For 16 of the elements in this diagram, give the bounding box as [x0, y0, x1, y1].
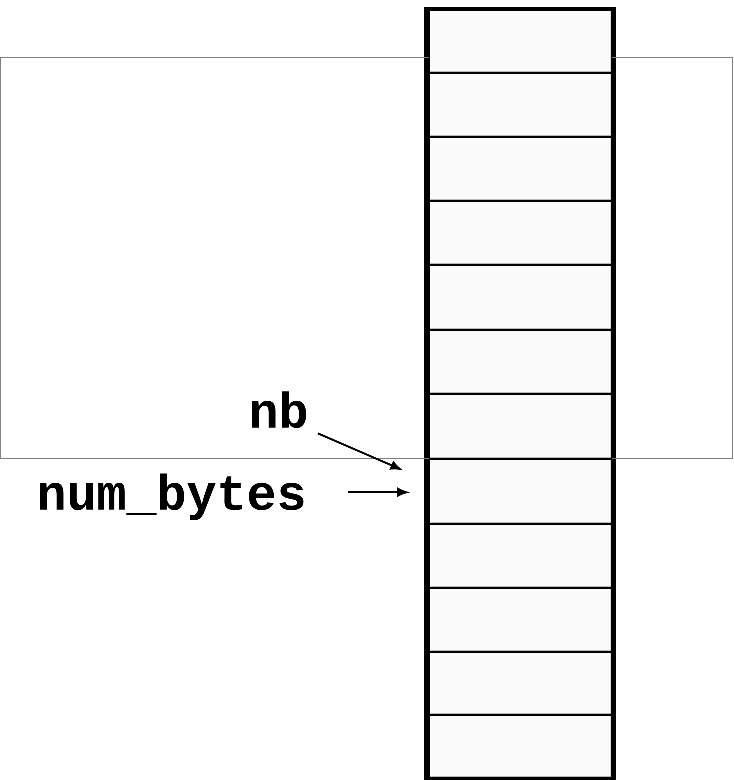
- memory-cell: [428, 73, 612, 137]
- memory-cell: [428, 394, 612, 459]
- memory-cell: [428, 330, 612, 394]
- arrow: [318, 432, 401, 470]
- memory-cell: [428, 137, 612, 201]
- memory-cell: [428, 265, 612, 330]
- variable-label: nb: [252, 392, 306, 428]
- variable-label: num_bytes: [40, 474, 304, 520]
- memory-cell: [428, 524, 612, 588]
- memory-cell: [428, 715, 612, 778]
- memory-cell: [428, 652, 612, 715]
- arrow: [348, 488, 408, 497]
- memory-cell: [428, 588, 612, 652]
- memory-cell: [428, 10, 612, 73]
- memory-cell: [428, 459, 612, 524]
- memory-cell: [428, 201, 612, 265]
